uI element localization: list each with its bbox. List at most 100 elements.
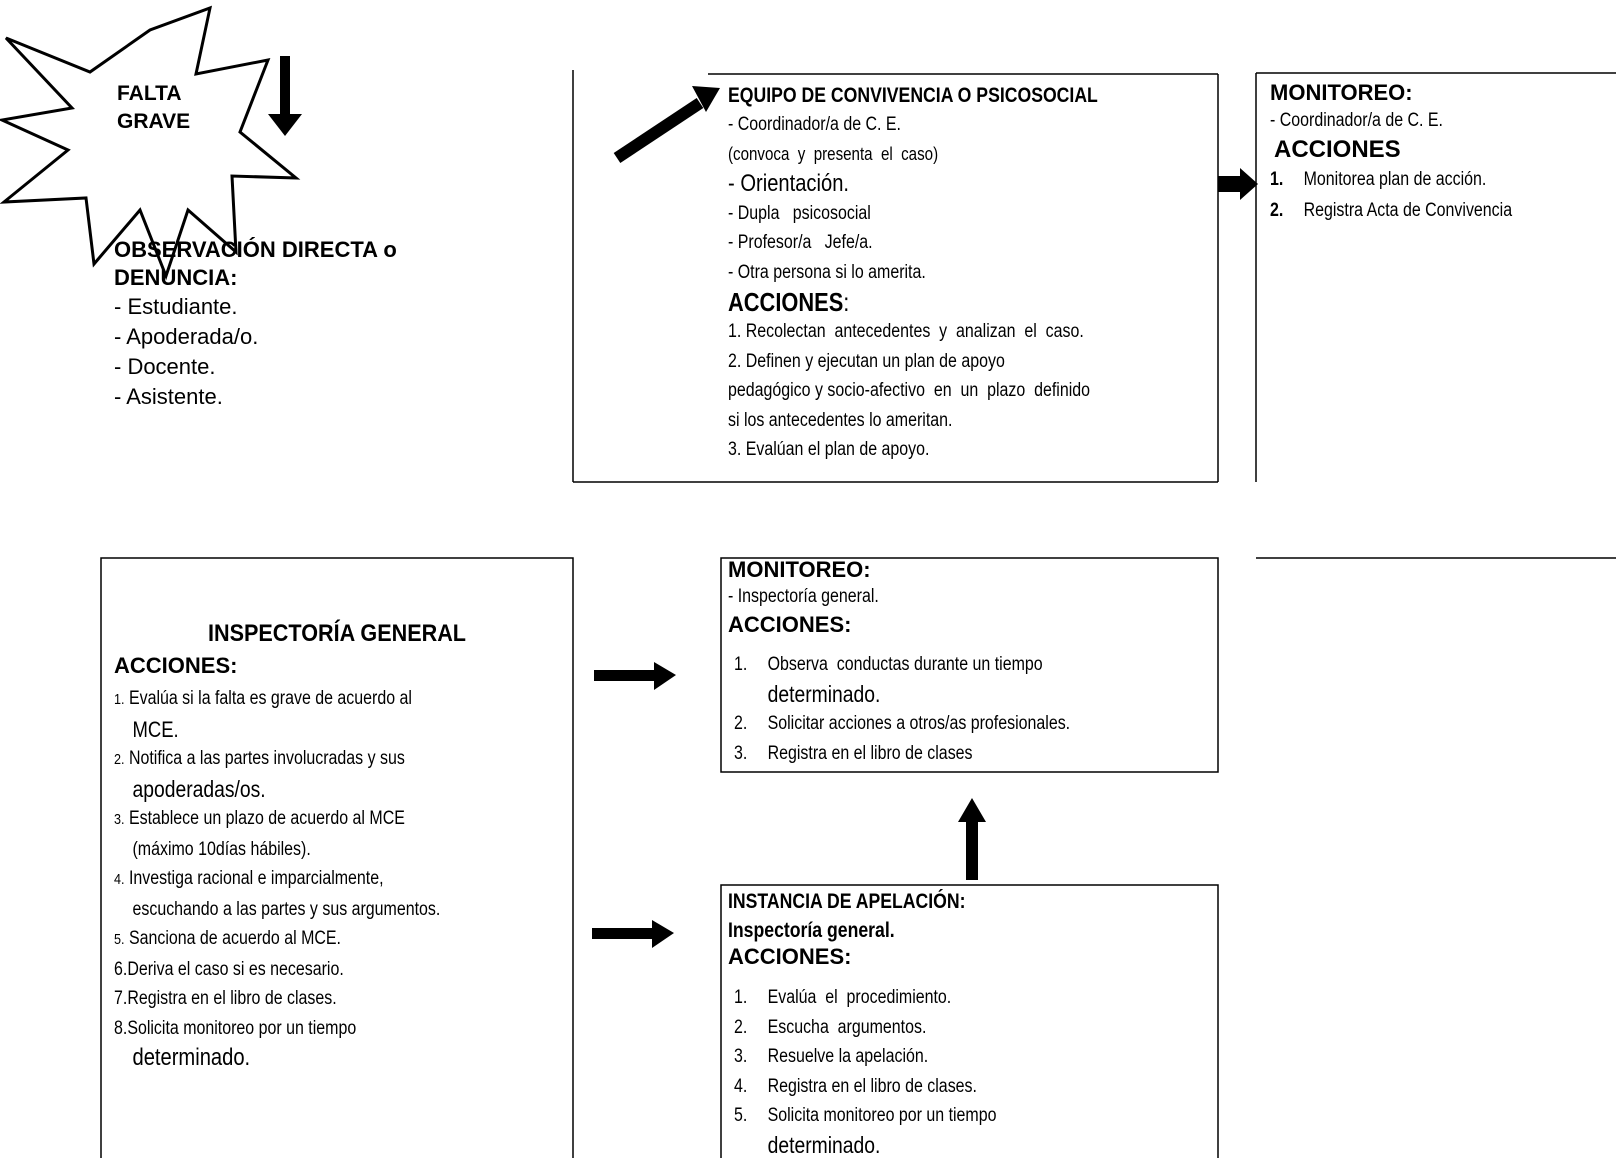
inspectoria-item-num: 3. xyxy=(114,811,125,828)
appeal-item-num: 1. xyxy=(734,983,768,1013)
monitor-top-action-row: 2.Registra Acta de Convivencia xyxy=(1270,195,1589,226)
team-action: 2. Definen y ejecutan un plan de apoyo xyxy=(728,347,1211,377)
appeal-item-text: Evalúa el procedimiento. xyxy=(768,987,952,1008)
observation-block: OBSERVACIÓN DIRECTA o DENUNCIA: - Estudi… xyxy=(114,236,397,412)
monitor-mid-item: 3.Registra en el libro de clases xyxy=(734,739,1204,769)
team-actions-title: ACCIONES xyxy=(728,287,843,317)
inspectoria-item: 2. Notifica a las partes involucradas y … xyxy=(114,744,568,775)
appeal-actions-title: ACCIONES: xyxy=(728,943,851,971)
team-member: (convoca y presenta el caso) xyxy=(728,140,1211,169)
inspectoria-item: 6.Deriva el caso si es necesario. xyxy=(114,955,568,985)
arrow-right-mid xyxy=(594,670,656,681)
arrow-right-mid-head xyxy=(654,662,676,690)
arrow-down-burst-head xyxy=(268,114,302,136)
appeal-item-num: 4. xyxy=(734,1072,768,1102)
inspectoria-item-cont: MCE. xyxy=(114,715,568,745)
monitor-top-actions-title: ACCIONES xyxy=(1274,136,1616,164)
inspectoria-actions-title: ACCIONES: xyxy=(114,652,237,680)
burst-title-line2: GRAVE xyxy=(117,108,190,136)
monitor-mid-item-text: Observa conductas durante un tiempo xyxy=(768,654,1043,675)
arrow-right-top xyxy=(1218,176,1242,192)
monitor-mid-item-text: Registra en el libro de clases xyxy=(768,743,973,764)
inspectoria-item-text: Evalúa si la falta es grave de acuerdo a… xyxy=(129,688,412,709)
team-action: 1. Recolectan antecedentes y analizan el… xyxy=(728,317,1211,347)
arrow-up-head xyxy=(958,798,986,822)
team-member: - Dupla psicosocial xyxy=(728,199,1211,229)
team-title: EQUIPO DE CONVIVENCIA O PSICOSOCIAL xyxy=(728,81,1211,110)
inspectoria-item: 7.Registra en el libro de clases. xyxy=(114,984,568,1014)
monitor-top-action-text: Monitorea plan de acción. xyxy=(1304,169,1487,190)
team-actions-colon: : xyxy=(843,287,849,317)
monitor-mid-list: 1.Observa conductas durante un tiempo de… xyxy=(734,650,1204,768)
appeal-item-text: Resuelve la apelación. xyxy=(768,1046,929,1067)
inspectoria-item-text: Establece un plazo de acuerdo al MCE xyxy=(129,808,405,829)
appeal-subtitle: Inspectoría general. xyxy=(728,917,1198,945)
monitor-top-action-row: 1.Monitorea plan de acción. xyxy=(1270,164,1589,195)
team-member: - Orientación. xyxy=(728,169,1211,199)
appeal-block: INSTANCIA DE APELACIÓN: Inspectoría gene… xyxy=(728,887,1198,945)
appeal-item: 5.Solicita monitoreo por un tiempo xyxy=(734,1101,1204,1131)
inspectoria-item-num: 2. xyxy=(114,751,125,768)
inspectoria-item-cont: apoderadas/os. xyxy=(114,775,568,805)
observation-item: - Estudiante. xyxy=(114,292,397,322)
arrow-diagonal xyxy=(617,103,700,158)
monitor-top-block: MONITOREO: - Coordinador/a de C. E. ACCI… xyxy=(1270,80,1616,226)
team-actions-heading: ACCIONES: xyxy=(728,287,1211,317)
inspectoria-item-num: 4. xyxy=(114,871,125,888)
inspectoria-item-cont: determinado. xyxy=(114,1043,568,1073)
monitor-mid-item-num: 3. xyxy=(734,739,768,769)
monitor-mid-actions-title: ACCIONES: xyxy=(728,611,908,639)
inspectoria-item: 8.Solicita monitoreo por un tiempo xyxy=(114,1014,568,1044)
team-action: si los antecedentes lo ameritan. xyxy=(728,406,1211,436)
inspectoria-item-text: Notifica a las partes involucradas y sus xyxy=(129,748,405,769)
observation-item: - Apoderada/o. xyxy=(114,322,397,352)
appeal-item-text: Escucha argumentos. xyxy=(768,1017,927,1038)
observation-item: - Asistente. xyxy=(114,382,397,412)
monitor-top-action-num: 1. xyxy=(1270,164,1304,195)
inspectoria-list: 1. Evalúa si la falta es grave de acuerd… xyxy=(114,684,568,1073)
arrow-down-burst xyxy=(280,56,290,120)
monitor-mid-title: MONITOREO: xyxy=(728,557,908,583)
inspectoria-item-num: 1. xyxy=(114,691,125,708)
monitor-mid-item-num: 2. xyxy=(734,709,768,739)
inspectoria-item-num: 8. xyxy=(114,1018,127,1039)
appeal-item-num: 3. xyxy=(734,1042,768,1072)
inspectoria-item-num: 7. xyxy=(114,988,127,1009)
team-member: - Otra persona si lo amerita. xyxy=(728,258,1211,288)
monitor-mid-item-text: Solicitar acciones a otros/as profesiona… xyxy=(768,713,1071,734)
monitor-top-member: - Coordinador/a de C. E. xyxy=(1270,106,1589,136)
monitor-mid-block: MONITOREO: - Inspectoría general. ACCION… xyxy=(728,557,908,639)
arrow-up xyxy=(966,820,978,880)
observation-item: - Docente. xyxy=(114,352,397,382)
appeal-list: 1.Evalúa el procedimiento. 2.Escucha arg… xyxy=(734,983,1204,1160)
team-action: 3. Evalúan el plan de apoyo. xyxy=(728,435,1211,465)
appeal-item: 3.Resuelve la apelación. xyxy=(734,1042,1204,1072)
appeal-item: 4.Registra en el libro de clases. xyxy=(734,1072,1204,1102)
inspectoria-item: 5. Sanciona de acuerdo al MCE. xyxy=(114,924,568,955)
inspectoria-item-text: Deriva el caso si es necesario. xyxy=(127,959,343,980)
monitor-mid-item: 2.Solicitar acciones a otros/as profesio… xyxy=(734,709,1204,739)
monitor-top-title: MONITOREO: xyxy=(1270,80,1616,106)
team-block: EQUIPO DE CONVIVENCIA O PSICOSOCIAL - Co… xyxy=(728,81,1211,465)
inspectoria-item-num: 6. xyxy=(114,959,127,980)
observation-title-line2: DENUNCIA: xyxy=(114,264,397,292)
appeal-item-num: 5. xyxy=(734,1101,768,1131)
inspectoria-item-cont: escuchando a las partes y sus argumentos… xyxy=(114,895,568,925)
burst-label: FALTA GRAVE xyxy=(117,80,190,136)
observation-title-line1: OBSERVACIÓN DIRECTA o xyxy=(114,236,397,264)
monitor-top-action-num: 2. xyxy=(1270,195,1304,226)
inspectoria-item: 4. Investiga racional e imparcialmente, xyxy=(114,864,568,895)
appeal-item: 1.Evalúa el procedimiento. xyxy=(734,983,1204,1013)
appeal-item-cont: determinado. xyxy=(734,1131,1204,1160)
monitor-mid-item: 1.Observa conductas durante un tiempo xyxy=(734,650,1204,680)
appeal-title: INSTANCIA DE APELACIÓN: xyxy=(728,887,1198,917)
arrow-right-low xyxy=(592,928,654,939)
inspectoria-item: 3. Establece un plazo de acuerdo al MCE xyxy=(114,804,568,835)
team-member: - Coordinador/a de C. E. xyxy=(728,110,1211,140)
team-action: pedagógico y socio-afectivo en un plazo … xyxy=(728,376,1211,406)
appeal-item-text: Solicita monitoreo por un tiempo xyxy=(768,1105,997,1126)
team-member: - Profesor/a Jefe/a. xyxy=(728,228,1211,258)
monitor-mid-item-cont: determinado. xyxy=(734,680,1204,710)
arrow-right-low-head xyxy=(652,920,674,948)
inspectoria-item-num: 5. xyxy=(114,931,125,948)
